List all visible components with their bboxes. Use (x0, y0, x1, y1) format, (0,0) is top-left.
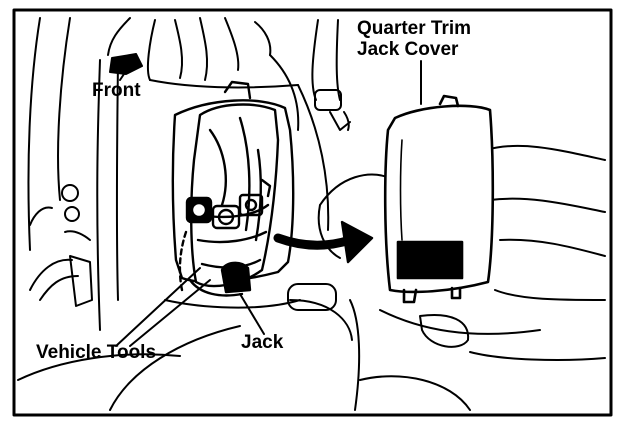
jack-bag (178, 103, 280, 297)
front-label: Front (92, 80, 141, 101)
vehicle-tools-label: Vehicle Tools (36, 342, 157, 363)
jack-storage-recess (171, 80, 295, 283)
cover-label-line-2: Jack Cover (357, 39, 459, 60)
removal-arrow (273, 220, 374, 264)
cover-label-line-1: Quarter Trim (357, 18, 472, 39)
leader-lines (115, 60, 422, 347)
jack-label: Jack (241, 332, 284, 353)
quarter-trim-jack-cover-label: Quarter Trim Jack Cover (357, 18, 471, 60)
diagram-frame (12, 8, 613, 417)
interior-background (17, 17, 606, 411)
quarter-trim-jack-cover (383, 94, 495, 304)
